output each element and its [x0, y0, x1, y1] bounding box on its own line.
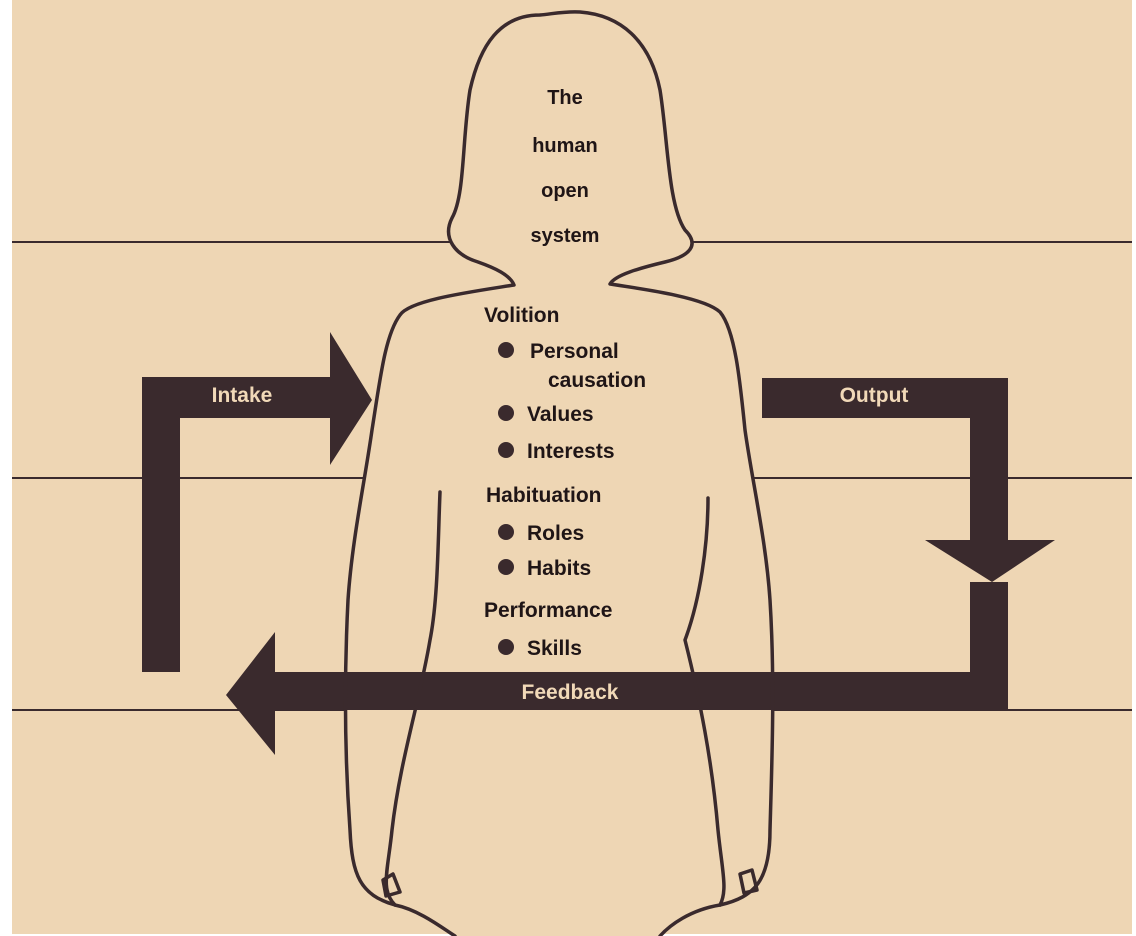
list-item: Roles	[527, 522, 584, 545]
title-line: The	[547, 87, 583, 109]
bullet-icon	[498, 405, 514, 421]
bullet-icon	[498, 559, 514, 575]
list-item: Values	[527, 403, 594, 426]
list-item: Skills	[527, 637, 582, 660]
bullet-icon	[498, 639, 514, 655]
intake-label: Intake	[212, 384, 273, 407]
section-habituation: Habituation Roles Habits	[486, 484, 602, 580]
list-item: Personal	[530, 340, 619, 363]
title-line: open	[541, 180, 589, 202]
bullet-icon	[498, 442, 514, 458]
list-item-continuation: causation	[548, 369, 646, 392]
list-item: Interests	[527, 440, 615, 463]
list-item: Habits	[527, 557, 591, 580]
section-heading: Habituation	[486, 484, 602, 507]
title-line: system	[531, 225, 600, 247]
feedback-label: Feedback	[522, 681, 619, 704]
output-label: Output	[840, 384, 909, 407]
section-heading: Performance	[484, 599, 612, 622]
bullet-icon	[498, 342, 514, 358]
title-line: human	[532, 135, 598, 157]
section-heading: Volition	[484, 304, 559, 327]
bullet-icon	[498, 524, 514, 540]
